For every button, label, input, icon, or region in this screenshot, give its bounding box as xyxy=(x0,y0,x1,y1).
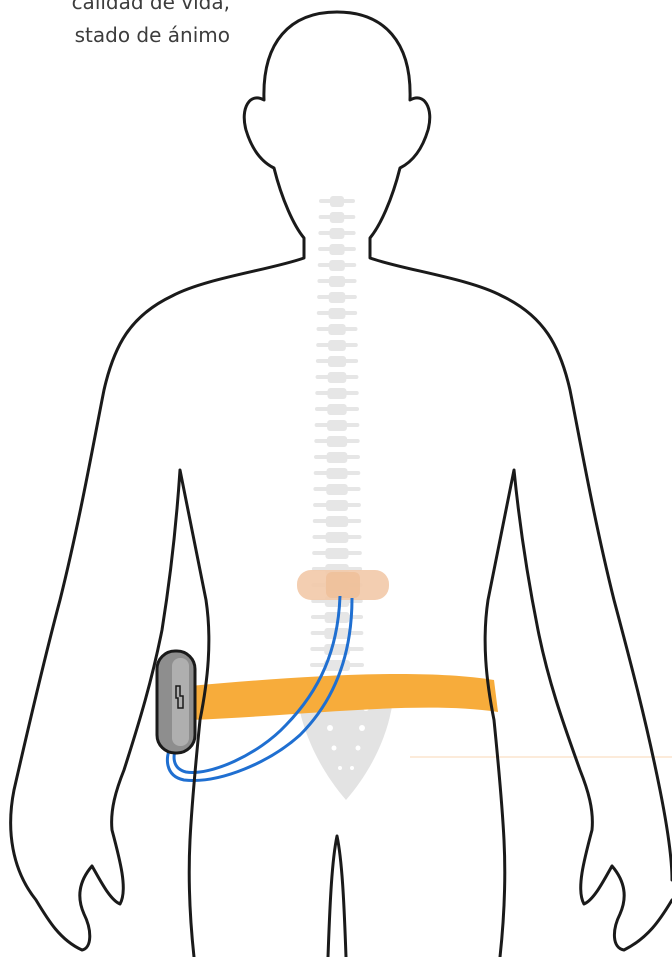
vertebra xyxy=(326,484,347,495)
vertebra xyxy=(330,212,344,223)
stimulator-patch-core xyxy=(326,572,360,598)
vertebra xyxy=(328,324,345,335)
body-outline-right xyxy=(337,12,672,880)
body-outline xyxy=(11,12,337,957)
vertebra xyxy=(327,436,347,447)
vertebra xyxy=(328,372,347,383)
legs-gap-outline xyxy=(328,836,346,957)
vertebra xyxy=(328,388,347,399)
vertebra xyxy=(328,340,346,351)
vertebra xyxy=(326,532,349,543)
vertebra xyxy=(325,548,348,559)
vertebra xyxy=(330,228,345,239)
vertebra xyxy=(329,292,345,303)
vertebra xyxy=(327,452,348,463)
device-highlight xyxy=(172,658,189,746)
vertebra xyxy=(328,356,346,367)
vertebra xyxy=(329,244,344,255)
vertebra xyxy=(327,404,346,415)
vertebra xyxy=(329,260,345,271)
vertebra xyxy=(326,468,347,479)
vertebra xyxy=(327,420,347,431)
vertebra xyxy=(329,308,346,319)
vertebra xyxy=(326,516,348,527)
vertebra xyxy=(329,276,345,287)
vertebra xyxy=(330,196,344,207)
vertebra xyxy=(326,500,348,511)
